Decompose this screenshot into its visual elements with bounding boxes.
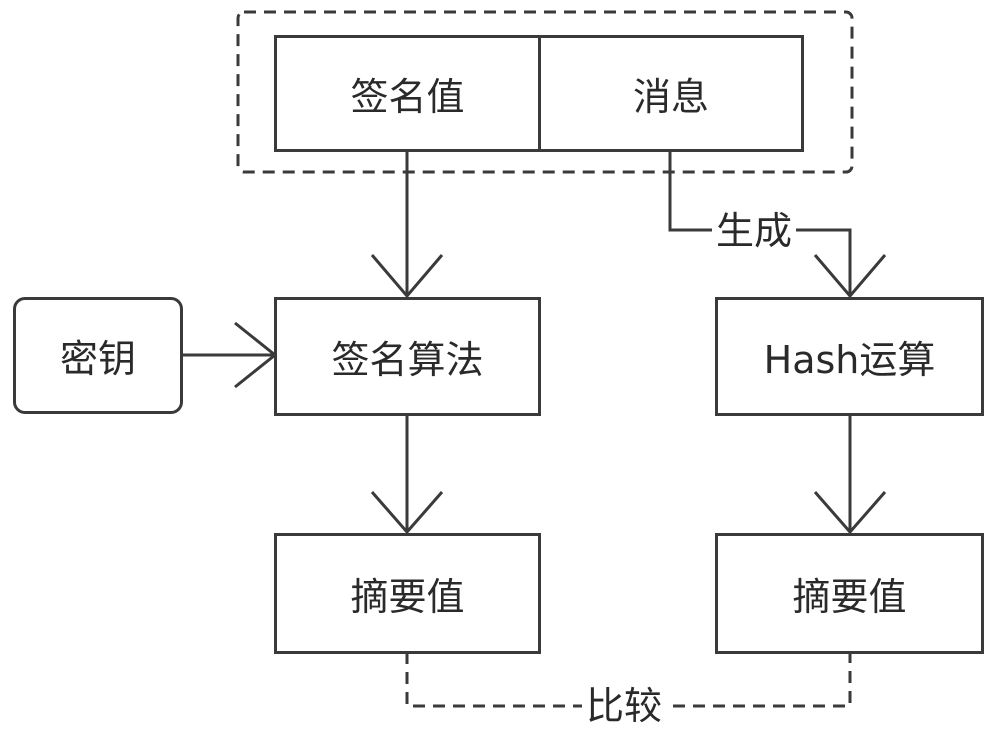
hash-operation-label: Hash运算: [763, 338, 936, 382]
message-label: 消息: [632, 75, 709, 119]
digest-right-label: 摘要值: [792, 575, 907, 619]
arrowhead-message-to-hash: [813, 254, 887, 299]
digest-left-label: 摘要值: [350, 575, 465, 619]
signed-message-group-outline: [236, 10, 854, 174]
signature-algorithm-label: 签名算法: [331, 338, 484, 382]
arrowhead-signature-to-algorithm: [370, 254, 444, 299]
message-box: 消息: [538, 35, 804, 152]
hash-operation-box: Hash运算: [715, 297, 984, 416]
compare-edge-label: 比较: [582, 687, 667, 725]
digest-left-box: 摘要值: [274, 533, 541, 654]
arrowhead-algorithm-to-digest: [370, 491, 444, 535]
signature-value-label: 签名值: [350, 75, 465, 119]
digest-right-box: 摘要值: [715, 533, 984, 654]
compare-connector: [405, 652, 852, 708]
signature-value-box: 签名值: [274, 35, 541, 152]
generate-edge-label: 生成: [712, 212, 797, 250]
arrowhead-hash-to-digest: [813, 491, 887, 535]
key-box: 密钥: [13, 297, 183, 414]
key-label: 密钥: [59, 337, 136, 381]
signature-algorithm-box: 签名算法: [274, 297, 541, 416]
